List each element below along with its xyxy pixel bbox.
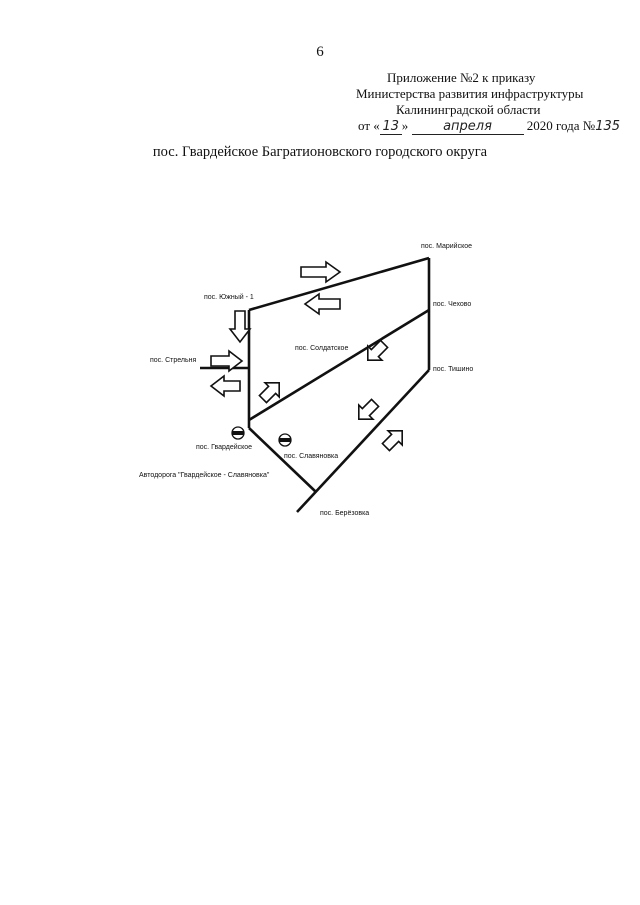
place-labels: пос. Марийское пос. Южный - 1 пос. Чехов…: [139, 242, 473, 517]
date-year-text: 2020 года №: [526, 118, 596, 133]
roads: [200, 256, 431, 513]
date-prefix: от: [358, 118, 371, 133]
document-title: пос. Гвардейское Багратионовского городс…: [152, 144, 488, 160]
arrow-left-icon: [303, 292, 341, 316]
label-soldatskoe: пос. Солдатское: [295, 345, 348, 352]
date-open-quote: «: [373, 118, 380, 133]
arrow-right-icon: [210, 349, 244, 373]
header-region-line: Калининградской области: [396, 102, 541, 117]
date-month-handwritten: апреля: [411, 119, 524, 135]
label-gvardeyskoe: пос. Гвардейское: [196, 443, 252, 451]
arrow-down-left-icon: [358, 398, 380, 420]
date-day-handwritten: 13: [379, 119, 402, 135]
label-chekhovo: пос. Чехово: [433, 301, 471, 308]
label-tishino: пос. Тишино: [433, 366, 473, 373]
page-number: 6: [316, 44, 324, 60]
date-close-quote: »: [401, 118, 409, 133]
arrow-up-right-icon: [381, 430, 403, 452]
header-appendix-line: Приложение №2 к приказу: [387, 70, 536, 85]
header-date-line: от «13» апреля 2020 года №135: [358, 118, 620, 135]
order-number-handwritten: 135: [595, 119, 621, 134]
checkpoint-marker-gvardeyskoe: [231, 426, 245, 440]
road-mariyskoe: [248, 256, 430, 312]
label-slavyanovka: пос. Славяновка: [284, 453, 338, 460]
arrow-down-left-icon: [367, 339, 389, 361]
road-gvardeyskoe-slavyanovka: [248, 427, 317, 493]
road-chekhovo: [248, 308, 430, 422]
label-yuzhny: пос. Южный - 1: [204, 293, 254, 301]
direction-arrows: [209, 260, 403, 452]
arrow-right-icon: [300, 260, 342, 284]
checkpoint-marker-slavyanovka: [278, 433, 292, 447]
arrow-down-icon: [228, 310, 252, 344]
road-tishino-berezovka: [296, 369, 430, 513]
arrow-left-icon: [209, 374, 241, 398]
label-mariyskoe: пос. Марийское: [421, 242, 472, 250]
label-strelnya: пос. Стрельня: [150, 357, 196, 364]
header-ministry-line: Министерства развития инфраструктуры: [356, 86, 584, 101]
label-road: Автодорога "Гвардейское - Славяновка": [139, 471, 270, 479]
label-berezovka: пос. Берёзовка: [320, 510, 369, 517]
arrow-up-right-icon: [258, 382, 280, 404]
